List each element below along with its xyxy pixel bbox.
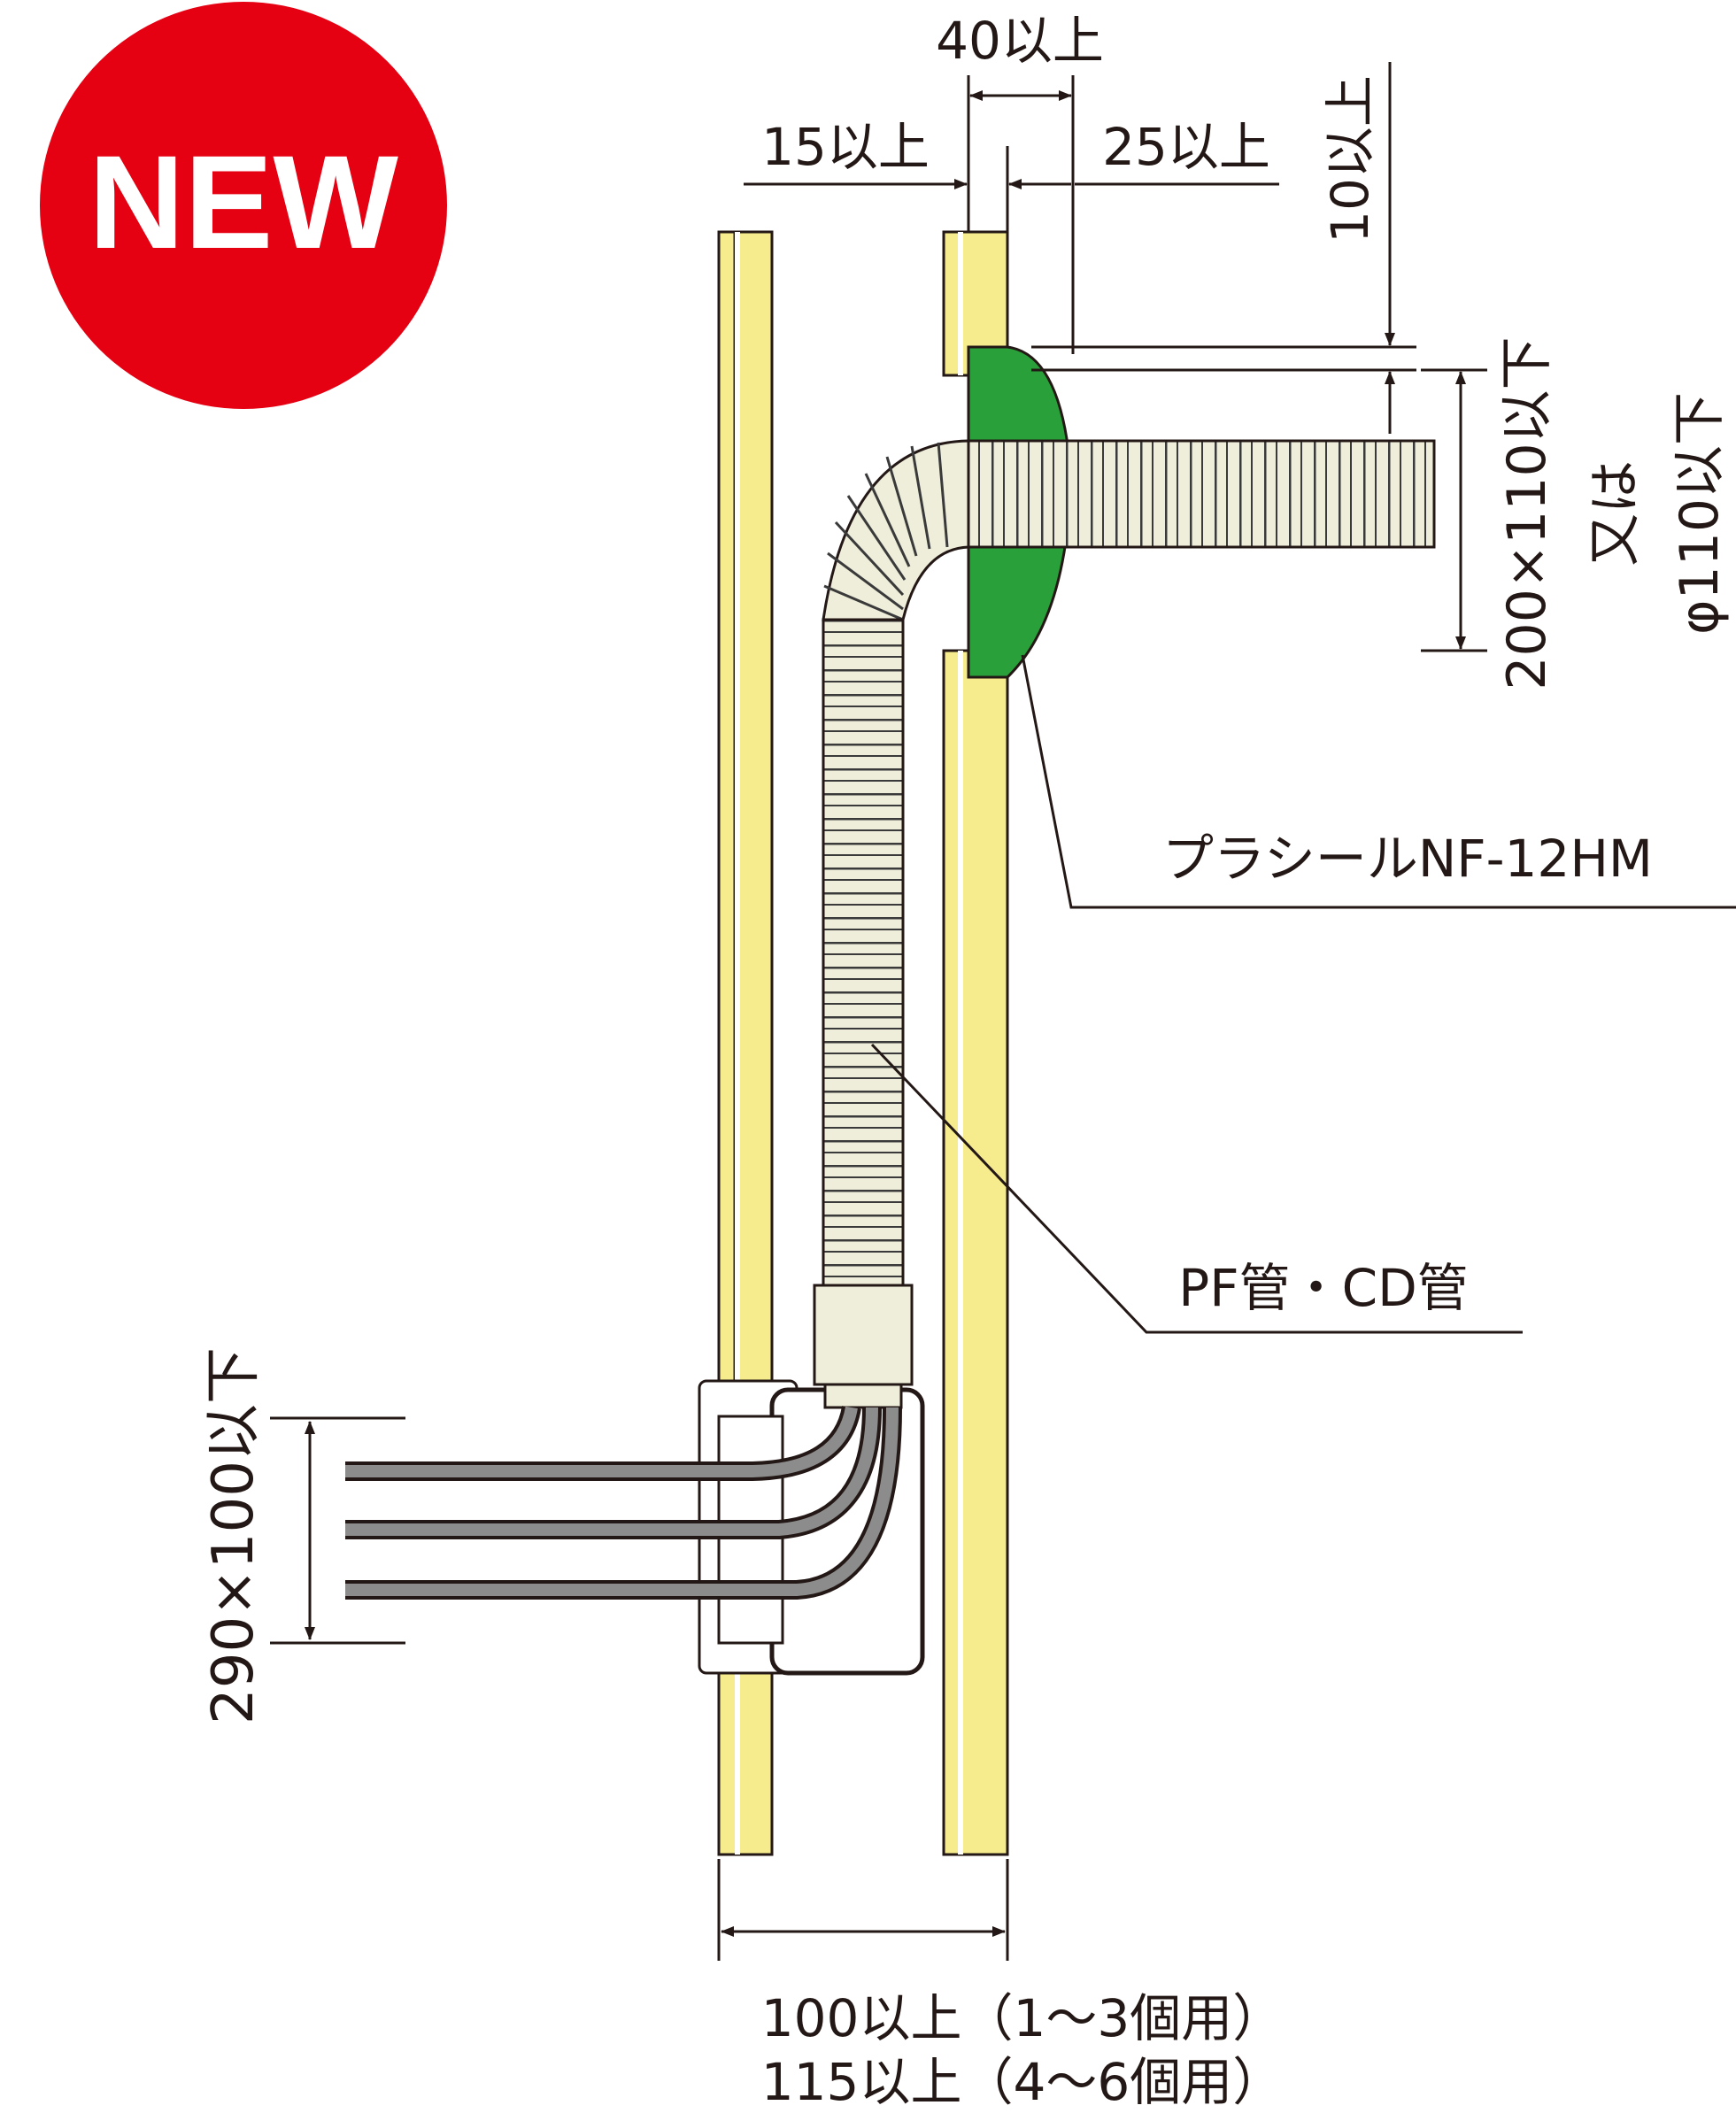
right-wall-lower — [942, 649, 1009, 1856]
label-conduit: PF管・CD管 — [1178, 1258, 1469, 1318]
dim-left-15: 15以上 — [761, 117, 930, 177]
top-dimension-lines — [744, 62, 1487, 652]
new-badge-text: NEW — [89, 127, 398, 276]
new-badge: NEW — [40, 2, 447, 409]
cables — [345, 1405, 902, 1600]
conduit-elbow-ribs — [823, 442, 949, 621]
dim-opening-or: 又は — [1585, 460, 1647, 567]
dim-gap-40: 40以上 — [936, 11, 1104, 71]
bottom-dimension-lines — [717, 1859, 1009, 1961]
dim-top-10: 10以上 — [1320, 75, 1380, 243]
dim-wall-spacing-1: 100以上（1～3個用） — [761, 1988, 1285, 2048]
box-dimension-lines — [270, 1416, 405, 1645]
dim-box-opening: 290×100以下 — [201, 1347, 266, 1724]
dim-opening-diameter: φ110以下 — [1669, 392, 1731, 635]
dim-wall-spacing-2: 115以上（4～6個用） — [761, 2052, 1285, 2112]
label-sealant: プラシールNF-12HM — [1162, 829, 1653, 889]
leader-lines — [870, 654, 1736, 1334]
conduit-connector — [813, 1284, 914, 1409]
dim-opening-size: 200×110以下 — [1496, 336, 1558, 690]
conduit-horizontal — [967, 439, 1436, 549]
dim-right-25: 25以上 — [1102, 117, 1270, 177]
left-wall-lower — [717, 1645, 774, 1856]
conduit-vertical — [822, 618, 905, 1287]
conduit-elbow — [822, 439, 970, 621]
